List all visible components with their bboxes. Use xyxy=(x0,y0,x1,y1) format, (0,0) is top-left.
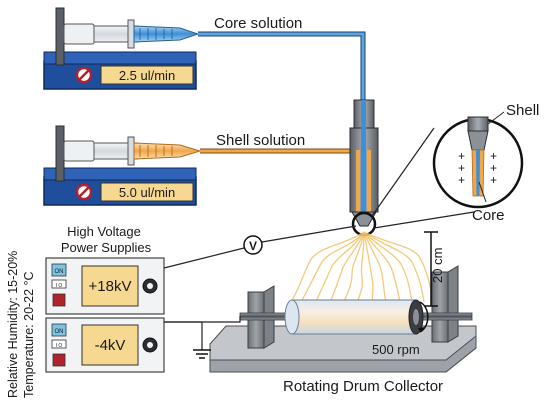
switch-on-label: ON xyxy=(55,329,64,335)
hv-title-line1: High Voltage xyxy=(67,224,141,239)
drum-hub xyxy=(413,309,419,325)
rotation-arrow xyxy=(419,301,429,333)
pump-no-entry-icon xyxy=(75,183,93,201)
core-solution-label: Core solution xyxy=(214,15,302,32)
pump-pusher-post xyxy=(55,7,65,66)
switch-io[interactable] xyxy=(51,279,67,289)
wire-positive-to-nozzle xyxy=(261,225,357,243)
charge-marks-left: + xyxy=(458,149,465,163)
switch-io-label: I O xyxy=(56,283,63,289)
syringe-flange xyxy=(127,136,135,166)
pump-top xyxy=(43,167,197,181)
zoom-inset: + + + + + + xyxy=(432,116,524,209)
core-pointer xyxy=(478,181,487,203)
core-tubing xyxy=(198,31,366,100)
charge-marks-right: + xyxy=(490,173,497,187)
wire-negative xyxy=(164,316,241,323)
switch-on[interactable] xyxy=(51,323,67,337)
syringe-graduations xyxy=(139,28,173,40)
voltmeter-label: V xyxy=(249,239,257,253)
shell-rate-display xyxy=(100,182,194,202)
switch-io[interactable] xyxy=(51,339,67,349)
collector-label: Rotating Drum Collector xyxy=(283,378,443,395)
syringe-graduations xyxy=(139,145,173,157)
drum-left-end xyxy=(284,299,300,335)
hv-negative-label: -4kV xyxy=(95,337,126,354)
ground-icon xyxy=(193,349,211,359)
drum-collector xyxy=(209,265,477,373)
core-label: Core xyxy=(472,207,505,224)
shell-fluid-syringe xyxy=(133,142,202,160)
hv-supply-negative: ON I O -4kV xyxy=(45,317,165,373)
right-stand-side xyxy=(447,265,459,343)
charge-marks-left: + xyxy=(458,161,465,175)
plunger-cap xyxy=(63,23,95,45)
voltage-display xyxy=(81,324,139,366)
charge-marks-left: + xyxy=(458,173,465,187)
core-rate-display xyxy=(100,65,194,85)
wire-ground xyxy=(164,321,203,350)
power-button[interactable] xyxy=(52,293,66,307)
temperature-label: Temperature: 20-22 °C xyxy=(22,271,36,398)
core-rate-label: 2.5 ul/min xyxy=(119,68,175,83)
wire-positive xyxy=(163,247,245,269)
switch-on[interactable] xyxy=(51,263,67,277)
distance-indicator xyxy=(424,231,438,307)
switch-io-label: I O xyxy=(56,343,63,349)
shell-label: Shell xyxy=(506,102,539,119)
power-button[interactable] xyxy=(52,353,66,367)
collector-base-side xyxy=(209,334,477,373)
switch-on-label: ON xyxy=(55,269,64,275)
output-terminal-center xyxy=(147,342,153,348)
rpm-label: 500 rpm xyxy=(372,342,420,357)
coaxial-nozzle xyxy=(349,99,379,227)
zoom-line xyxy=(373,211,475,229)
hv-positive-label: +18kV xyxy=(89,278,132,295)
distance-label: 20 cm xyxy=(430,248,445,283)
core-syringe-pump: 2.5 ul/min xyxy=(43,7,200,90)
pump-top xyxy=(43,51,197,65)
shell-solution-label: Shell solution xyxy=(216,132,305,149)
shell-rate-label: 5.0 ul/min xyxy=(119,185,175,200)
charge-marks-right: + xyxy=(490,161,497,175)
hv-title-line2: Power Supplies xyxy=(61,240,152,255)
syringe-flange xyxy=(127,19,135,49)
shell-pointer xyxy=(487,111,505,125)
charge-marks-right: + xyxy=(490,149,497,163)
shell-syringe-pump: 5.0 ul/min xyxy=(43,125,202,206)
pump-pusher-post xyxy=(55,125,65,182)
core-fluid-syringe xyxy=(133,25,200,43)
rotation-arrow-head xyxy=(418,327,425,332)
drum xyxy=(291,299,417,335)
zoom-line xyxy=(371,127,435,217)
hv-supply-positive: ON I O +18kV xyxy=(45,257,165,315)
plunger-cap xyxy=(63,140,95,162)
voltage-display xyxy=(81,265,139,307)
voltmeter-icon xyxy=(243,235,263,255)
output-terminal-center xyxy=(147,283,153,289)
fiber-spray xyxy=(291,231,435,303)
humidity-label: Relative Humidity: 15-20% xyxy=(6,251,20,398)
pump-no-entry-icon xyxy=(75,66,93,84)
